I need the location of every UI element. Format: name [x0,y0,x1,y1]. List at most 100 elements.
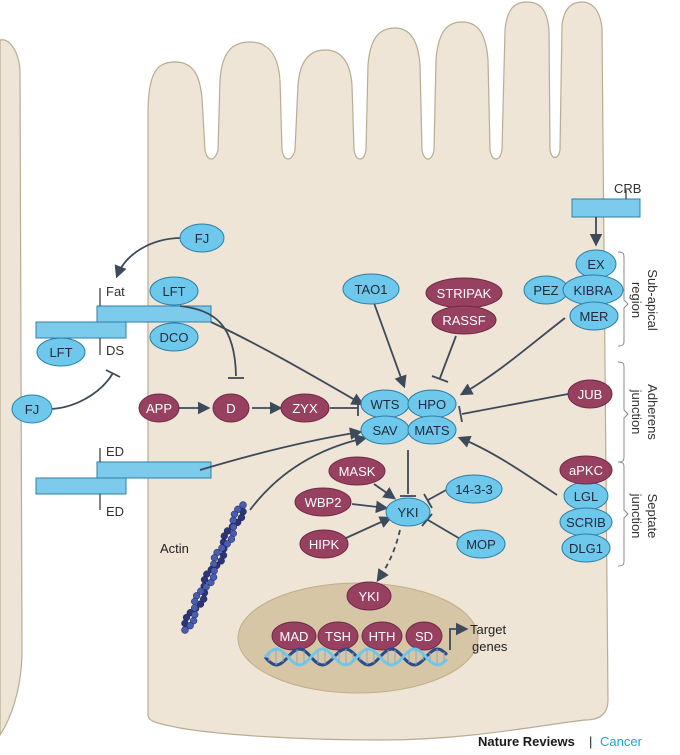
mer-label: MER [580,309,609,324]
protein-14-3-3-label: 14-3-3 [455,482,493,497]
sub-apical-line1: Sub-apical [645,269,660,331]
lft-cell-label: LFT [162,284,185,299]
arrow-actin-to-sav [249,434,368,511]
ed-receptor-top [96,461,212,479]
jub-label: JUB [578,387,603,402]
inhibit-bar-jub [458,405,463,423]
arrow-tao1-to-hpo [373,302,407,389]
mad-label: MAD [280,629,309,644]
app [138,393,180,423]
left-neighbor-cell [0,39,23,737]
adherens-bracket [617,361,629,463]
actin-bead [217,557,225,565]
sub-apical-bracket [617,251,629,347]
fj-top-label: FJ [195,231,209,246]
ds-receptor [35,321,127,339]
ed-top-label: ED [106,444,124,459]
septate-line1: Septate [645,494,660,539]
crb-receptor [571,198,641,218]
tao1-label: TAO1 [355,282,388,297]
pez-label: PEZ [533,283,558,298]
hth [361,621,403,651]
fj-top [179,223,225,253]
scrib-label: SCRIB [566,515,606,530]
actin-bead [186,622,194,630]
footer-journal: Nature Reviews [478,734,575,749]
arrow-yki-translocation [376,529,401,583]
zyx [280,393,330,423]
footer: Nature Reviews | Cancer [478,734,643,749]
adherens-line2: junction [629,389,644,435]
dco [149,322,199,352]
jub [567,379,613,409]
lft-left-label: LFT [49,345,72,360]
dlg1 [561,533,611,563]
lft-left [36,337,86,367]
wts-label: WTS [371,397,400,412]
protein-14-3-3 [445,474,503,504]
rassf-label: RASSF [442,313,485,328]
fj-left [11,394,53,424]
arrow-mask-to-yki [373,483,397,500]
crb-label: CRB [614,181,641,196]
apkc-label: aPKC [569,463,603,478]
inhibit-bar-1433 [423,493,433,509]
inhibit-rassf-to-hpo [439,335,457,379]
arrow-receptors-to-wts [210,321,365,406]
target-genes-line2: genes [472,639,508,654]
sd [405,621,443,651]
mask-label: MASK [339,464,376,479]
lft-cell [149,276,199,306]
inhibit-fj-to-ds [47,372,114,410]
fj-left-label: FJ [25,402,39,417]
wbp2 [294,487,352,517]
tao1 [342,273,400,305]
actin-bead [191,611,199,619]
rassf [431,305,497,335]
inhibit-lft-to-d [179,305,237,377]
yki-label: YKI [398,505,419,520]
actin-bead [237,513,246,522]
ds-label: DS [106,343,124,358]
actin-bead [234,505,242,513]
d-label: D [226,401,235,416]
footer-separator: | [589,734,592,749]
sub-apical-line2: region [629,282,644,318]
mats-label: MATS [414,423,449,438]
ed-receptor-bottom [35,477,127,495]
arrow-hipk-to-yki [345,516,393,539]
inhibit-1433-to-yki [427,488,449,501]
inhibit-mop-to-yki [427,519,463,541]
yki [385,497,431,527]
hpo-label: HPO [418,397,446,412]
arrow-mer-to-hpo [459,317,566,396]
dna-strand-2 [263,647,449,667]
ex-label: EX [587,257,605,272]
stripak-label: STRIPAK [437,286,492,301]
actin-bead [197,587,205,595]
region-labels: Sub-apical region Adherens junction Sept… [629,269,660,538]
sav-label: SAV [372,423,397,438]
fat-receptor [96,305,212,323]
actin-label: Actin [160,541,189,556]
dna-helix [263,647,449,667]
actin-bead [207,578,215,587]
hipk-label: HIPK [309,537,340,552]
actin-bead [229,516,237,524]
actin-bead [200,576,209,584]
app-label: APP [146,401,172,416]
tsh-label: TSH [325,629,351,644]
actin-bead [189,617,198,625]
yki-nucleus [346,581,392,611]
kibra-label: KIBRA [573,283,612,298]
actin-bead [220,532,228,540]
actin-bead [210,554,219,562]
actin-bead [218,544,226,552]
dco-label: DCO [160,330,189,345]
arrow-ed-to-sav [199,427,363,471]
adherens-line1: Adherens [645,384,660,440]
inhibit-bar-hpo [431,375,449,383]
zyx-label: ZYX [292,401,318,416]
actin-bead [210,567,218,575]
